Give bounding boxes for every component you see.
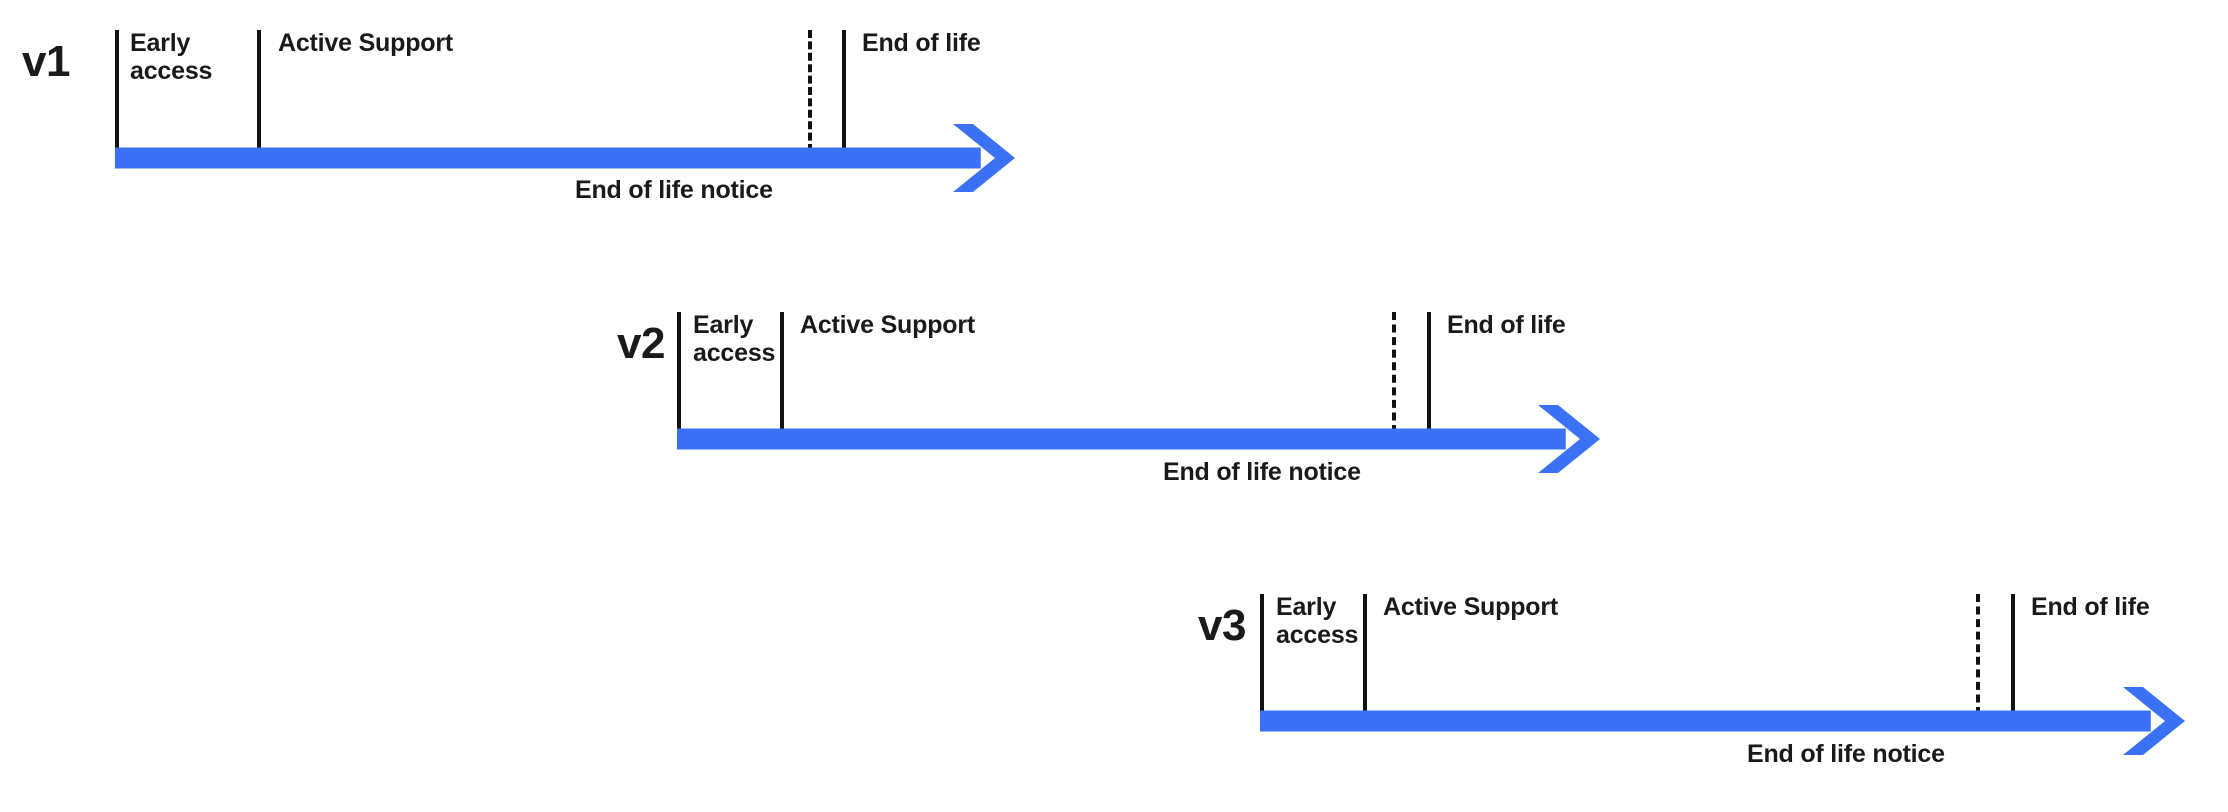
version-label-v2: v2 [617, 319, 665, 368]
arrow-head [1538, 404, 1600, 473]
lifecycle-arrow-v1 [115, 123, 1015, 192]
phase-label-line: access [1276, 620, 1359, 649]
phase-label-end-of-life: End of life [2031, 593, 2150, 621]
arrow-shaft [1260, 710, 2151, 731]
end-of-life-notice-label: End of life notice [1163, 458, 1361, 486]
phase-label-line: Early [693, 311, 754, 339]
tick-end-of-life-notice-marker [808, 30, 812, 152]
lifecycle-arrow-v3 [1260, 686, 2185, 755]
version-label-v3: v3 [1198, 601, 1246, 650]
tick-early-access-start [677, 312, 681, 433]
phase-label-active-support: Active Support [1383, 593, 1558, 621]
tick-early-access-start [1260, 594, 1264, 715]
tick-end-of-life-notice-marker [1392, 312, 1396, 433]
phase-label-line: Early [1276, 593, 1337, 621]
phase-label-end-of-life: End of life [862, 29, 981, 57]
tick-active-support-start [780, 312, 784, 433]
tick-end-of-life-start [1427, 312, 1431, 433]
phase-label-active-support: Active Support [800, 311, 975, 339]
arrow-shaft [115, 147, 981, 168]
phase-label-line: access [130, 56, 213, 85]
version-label-v1: v1 [22, 37, 70, 86]
phase-label-line: Early [130, 29, 191, 57]
phase-label-line: access [693, 338, 776, 367]
lifecycle-arrow-v2 [677, 404, 1600, 473]
arrow-head [953, 123, 1015, 192]
tick-early-access-start [115, 30, 119, 152]
tick-end-of-life-start [842, 30, 846, 152]
tick-active-support-start [257, 30, 261, 152]
tick-end-of-life-start [2011, 594, 2015, 715]
tick-end-of-life-notice-marker [1976, 594, 1980, 715]
arrow-head [2123, 686, 2185, 755]
end-of-life-notice-label: End of life notice [1747, 740, 1945, 768]
phase-label-active-support: Active Support [278, 29, 453, 57]
tick-active-support-start [1363, 594, 1367, 715]
phase-label-end-of-life: End of life [1447, 311, 1566, 339]
arrow-shaft [677, 428, 1566, 449]
end-of-life-notice-label: End of life notice [575, 176, 773, 204]
